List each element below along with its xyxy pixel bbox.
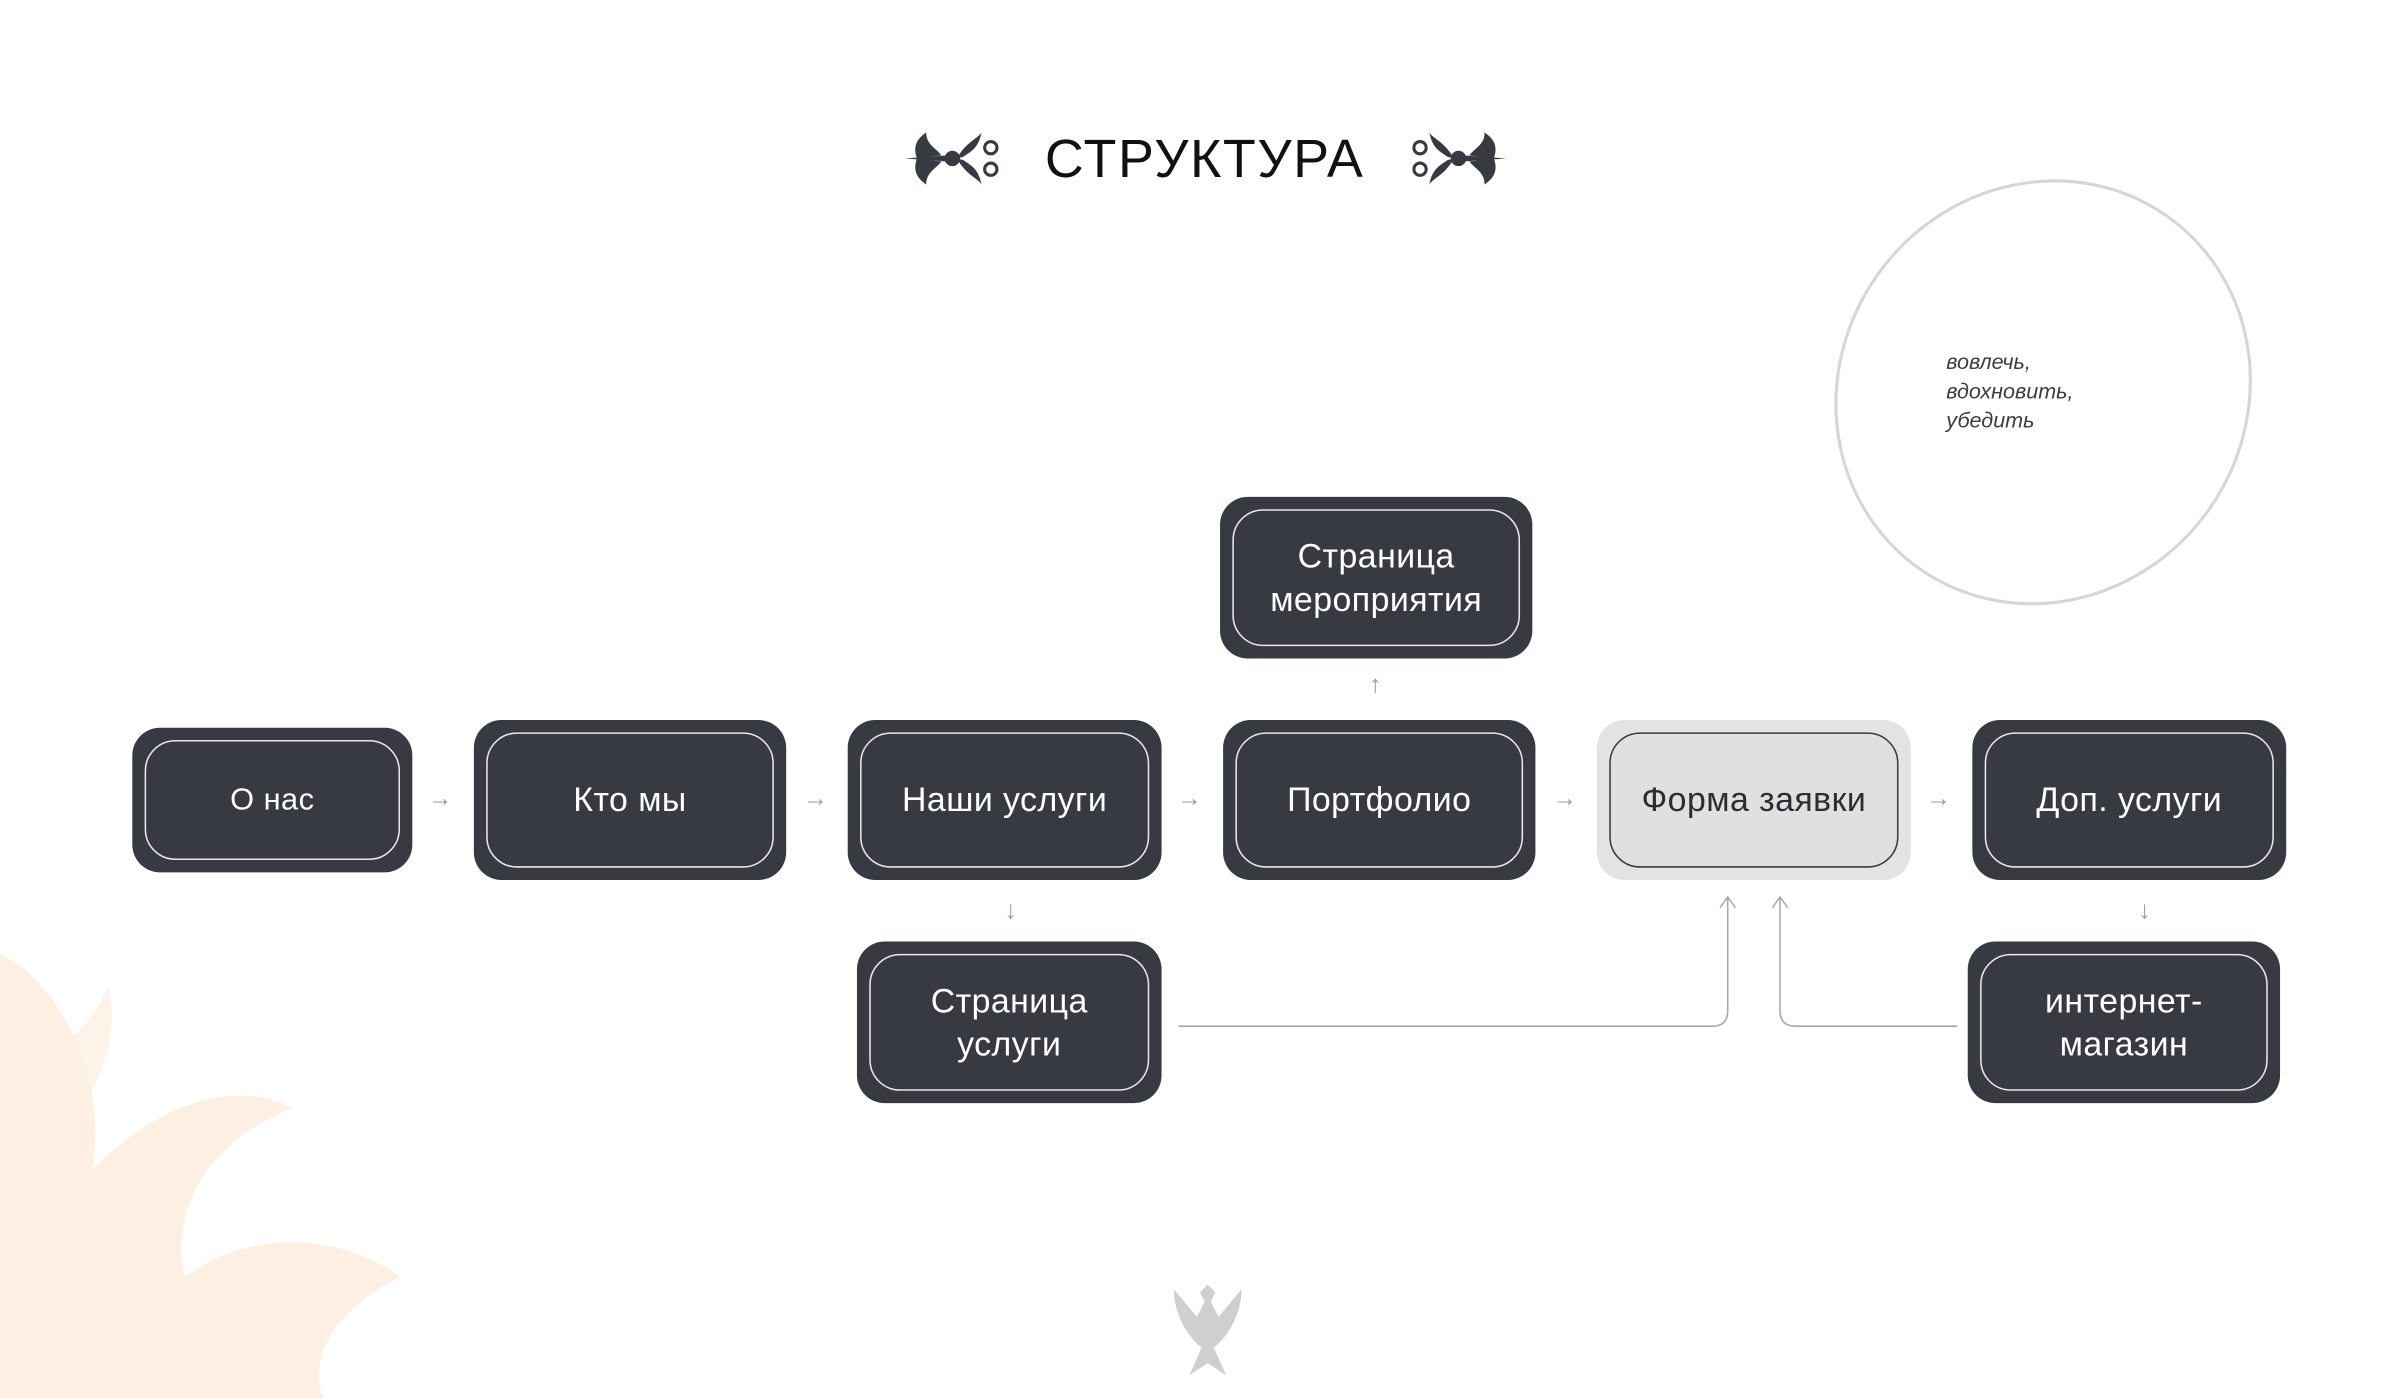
node-event-page[interactable]: Страница мероприятия <box>1220 496 1533 659</box>
node-label: Страница мероприятия <box>1232 509 1521 647</box>
node-portfolio[interactable]: Портфолио <box>1223 720 1536 881</box>
floral-background <box>0 953 401 1399</box>
node-who[interactable]: Кто мы <box>473 720 787 881</box>
label-line: магазин <box>2059 1023 2189 1063</box>
arrow-right-icon: → <box>1926 786 1951 813</box>
page-title: СТРУКТУРА <box>1044 129 1365 190</box>
node-label: Портфолио <box>1235 732 1524 868</box>
node-about[interactable]: О нас <box>132 727 413 873</box>
node-label: Наши услуги <box>860 732 1150 868</box>
arrow-right-icon: → <box>803 786 828 813</box>
label-line: услуги <box>957 1023 1062 1063</box>
connectors <box>1178 895 1957 1027</box>
node-label: О нас <box>144 740 401 861</box>
node-extra-services[interactable]: Доп. услуги <box>1972 720 2287 881</box>
node-label: Форма заявки <box>1609 732 1899 868</box>
ornament-right-icon <box>1412 132 1507 185</box>
oval-note: вовлечь, вдохновить, убедить <box>1946 348 2073 436</box>
node-request-form[interactable]: Форма заявки <box>1596 720 1911 881</box>
ornament-left-icon <box>904 132 999 185</box>
label-line: Страница <box>1297 536 1455 575</box>
eagle-logo <box>1173 1284 1242 1376</box>
label-line: Страница <box>930 980 1088 1020</box>
node-label: Кто мы <box>486 732 774 868</box>
arrow-up-icon: ↑ <box>1369 672 1382 699</box>
note-line: убедить <box>1946 407 2035 433</box>
arrow-right-icon: → <box>427 786 453 813</box>
label-line: интернет- <box>2045 980 2203 1020</box>
node-online-shop[interactable]: интернет-магазин <box>1967 941 2281 1104</box>
note-line: вдохновить, <box>1946 378 2074 404</box>
node-label: интернет-магазин <box>1980 953 2268 1091</box>
node-label: Доп. услуги <box>1984 732 2274 868</box>
oval-highlight <box>1834 179 2252 606</box>
arrow-down-icon: ↓ <box>1004 898 1017 925</box>
node-services[interactable]: Наши услуги <box>847 720 1162 881</box>
note-line: вовлечь, <box>1946 349 2031 374</box>
arrow-right-icon: → <box>1552 786 1577 813</box>
arrow-down-icon: ↓ <box>2138 898 2151 925</box>
label-line: мероприятия <box>1270 579 1483 618</box>
arrow-right-icon: → <box>1176 786 1202 813</box>
